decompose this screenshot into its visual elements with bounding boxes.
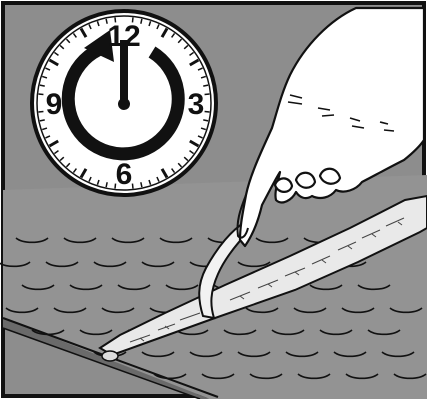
clock-tick <box>141 182 142 187</box>
clock-tick <box>141 19 142 24</box>
clock-label-12: 12 <box>107 20 140 53</box>
clock-tick <box>132 184 133 189</box>
clock-icon: 12 3 6 9 <box>32 11 216 195</box>
clock-tick <box>205 111 210 112</box>
clock-tick <box>38 111 43 112</box>
clock-tick <box>40 120 45 121</box>
clock-tick <box>106 182 107 187</box>
clock-tick <box>40 85 45 86</box>
clock-tick <box>38 94 43 95</box>
clock-tick <box>203 85 208 86</box>
clock-tick <box>205 94 210 95</box>
clock-label-6: 6 <box>116 158 133 191</box>
clock-label-9: 9 <box>46 88 63 121</box>
clock-label-3: 3 <box>188 88 205 121</box>
